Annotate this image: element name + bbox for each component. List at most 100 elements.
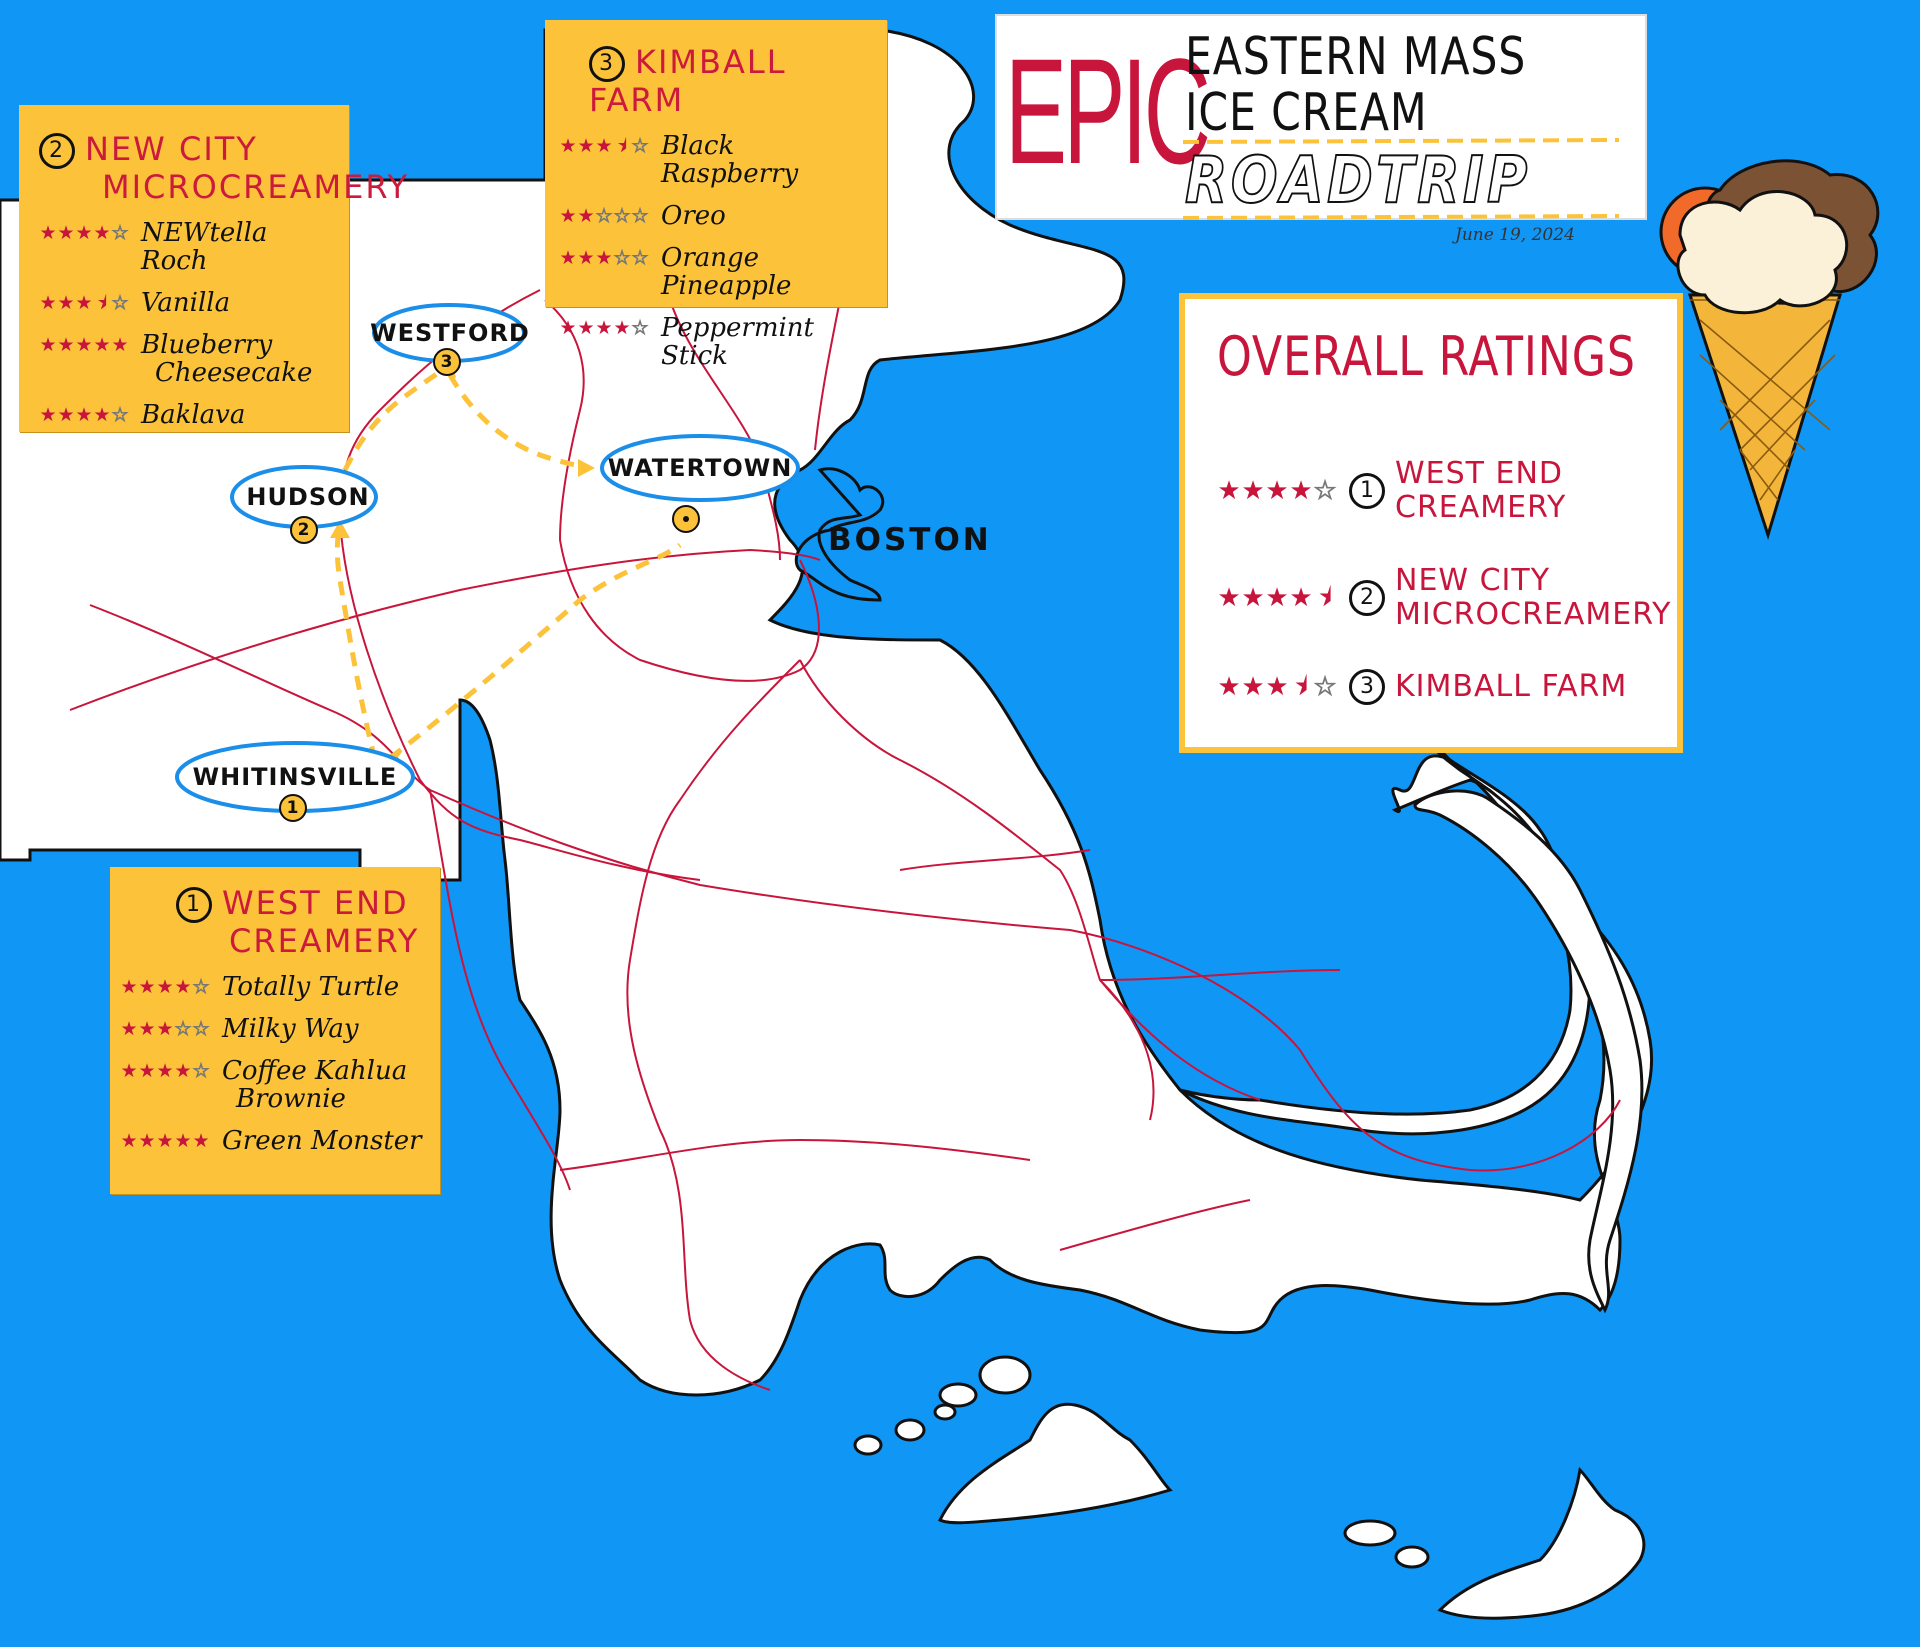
star-rating: ★★★★☆ bbox=[39, 219, 129, 244]
star-icon: ★ bbox=[595, 247, 613, 269]
trip-date: June 19, 2024 bbox=[1455, 225, 1575, 245]
shop-number: 3 bbox=[1349, 669, 1385, 705]
star-icon: ★ bbox=[1265, 672, 1289, 702]
star-icon: ★ bbox=[120, 1018, 138, 1040]
star-icon: ⯨ bbox=[1318, 583, 1332, 613]
trip-route bbox=[334, 362, 682, 761]
star-icon: ★ bbox=[120, 976, 138, 998]
flavor-row: ★★★★☆NEWtella Roch bbox=[39, 219, 335, 275]
title-box: EPIC EASTERN MASS ICE CREAM ROADTRIP bbox=[995, 14, 1647, 220]
watertown-marker-dot bbox=[683, 516, 689, 522]
star-rating: ★★★☆☆ bbox=[120, 1015, 210, 1040]
stop-marker-2 bbox=[290, 516, 318, 544]
island bbox=[894, 1418, 926, 1442]
star-icon: ★ bbox=[1241, 583, 1265, 613]
route-arrow bbox=[330, 520, 350, 538]
flavor-name: Vanilla bbox=[141, 288, 231, 318]
star-rating: ★★★★☆ bbox=[559, 314, 649, 339]
star-icon: ★ bbox=[57, 404, 75, 426]
star-icon: ★ bbox=[75, 404, 93, 426]
stop-number: 1 bbox=[286, 798, 300, 818]
flavor-row: ★★★★☆Totally Turtle bbox=[120, 973, 430, 1001]
city-label-watertown: WATERTOWN bbox=[607, 454, 793, 482]
title-epic: EPIC bbox=[1005, 27, 1211, 195]
flavor-name: Baklava bbox=[141, 400, 246, 430]
star-rating: ★★★⯨☆ bbox=[39, 289, 129, 314]
flavor-row: ★★★★☆ Peppermint Stick bbox=[559, 314, 873, 370]
island bbox=[933, 1403, 957, 1421]
flavor-list: ★★★★☆Totally Turtle★★★☆☆Milky Way★★★★☆Co… bbox=[120, 973, 430, 1155]
star-icon: ★ bbox=[138, 1060, 156, 1082]
star-icon: ☆ bbox=[631, 247, 649, 269]
flavor-row: ★★☆☆☆Oreo bbox=[559, 202, 873, 230]
cape-cod-tip bbox=[1413, 789, 1644, 1314]
shop-number: 2 bbox=[39, 133, 75, 169]
star-icon: ★ bbox=[93, 334, 111, 356]
roads bbox=[69, 289, 1621, 1391]
star-icon: ★ bbox=[93, 404, 111, 426]
marthas-vineyard bbox=[937, 1402, 1173, 1525]
star-icon: ★ bbox=[156, 1018, 174, 1040]
star-icon: ☆ bbox=[111, 404, 129, 426]
flavor-row: ★★★★☆ Baklava bbox=[39, 401, 335, 429]
star-rating: ★★★★★ bbox=[120, 1127, 210, 1151]
star-icon: ★ bbox=[156, 976, 174, 998]
star-icon: ⯨ bbox=[1294, 672, 1308, 702]
shop-number: 2 bbox=[1349, 580, 1385, 616]
star-icon: ★ bbox=[120, 1130, 138, 1152]
star-icon: ★ bbox=[559, 317, 577, 339]
flavor-name: Totally Turtle bbox=[222, 972, 400, 1002]
star-rating: ★★★★☆ bbox=[39, 401, 129, 426]
flavor-name: Milky Way bbox=[222, 1014, 359, 1044]
star-icon: ★ bbox=[93, 222, 111, 244]
star-rating: ★★★★⯨ bbox=[1217, 584, 1337, 612]
star-icon: ★ bbox=[57, 334, 75, 356]
star-icon: ☆ bbox=[111, 222, 129, 244]
title-line-2: ICE CREAM bbox=[1185, 83, 1428, 143]
island bbox=[1394, 1545, 1430, 1569]
star-icon: ☆ bbox=[631, 205, 649, 227]
title-line-1: EASTERN MASS bbox=[1185, 27, 1527, 87]
star-icon: ☆ bbox=[111, 292, 129, 314]
flavor-name: Black Raspberry bbox=[661, 131, 799, 189]
star-icon: ★ bbox=[577, 317, 595, 339]
star-icon: ★ bbox=[559, 247, 577, 269]
star-icon: ★ bbox=[1217, 583, 1241, 613]
star-icon: ★ bbox=[57, 222, 75, 244]
boston-harbor bbox=[794, 467, 884, 602]
star-icon: ★ bbox=[57, 292, 75, 314]
flavor-list: ★★★★☆NEWtella Roch★★★⯨☆Vanilla★★★★★Blueb… bbox=[39, 219, 335, 429]
star-rating: ★★★⯨☆ bbox=[559, 132, 649, 157]
star-rating: ★★★★★ bbox=[39, 331, 129, 355]
flavor-row: ★★★⯨☆Vanilla bbox=[39, 289, 335, 317]
star-icon: ☆ bbox=[192, 1060, 210, 1082]
star-icon: ★ bbox=[138, 1018, 156, 1040]
star-icon: ★ bbox=[577, 247, 595, 269]
star-icon: ⯨ bbox=[96, 292, 108, 314]
star-icon: ☆ bbox=[613, 247, 631, 269]
star-icon: ☆ bbox=[174, 1018, 192, 1040]
nantucket bbox=[1437, 1466, 1646, 1620]
star-icon: ★ bbox=[595, 317, 613, 339]
watertown-ring bbox=[600, 434, 800, 502]
city-label-westford: WESTFORD bbox=[370, 319, 530, 347]
star-icon: ★ bbox=[1289, 583, 1313, 613]
flavor-name: Oreo bbox=[661, 201, 726, 231]
star-icon: ★ bbox=[559, 205, 577, 227]
flavor-row: ★★★☆☆Orange Pineapple bbox=[559, 244, 873, 300]
shop-number: 3 bbox=[589, 46, 625, 82]
flavor-name: Peppermint Stick bbox=[661, 313, 814, 371]
flavor-name-line-2: Cheesecake bbox=[155, 358, 313, 388]
star-icon: ★ bbox=[559, 135, 577, 157]
massachusetts-mainland bbox=[0, 28, 1653, 1397]
star-icon: ★ bbox=[39, 292, 57, 314]
